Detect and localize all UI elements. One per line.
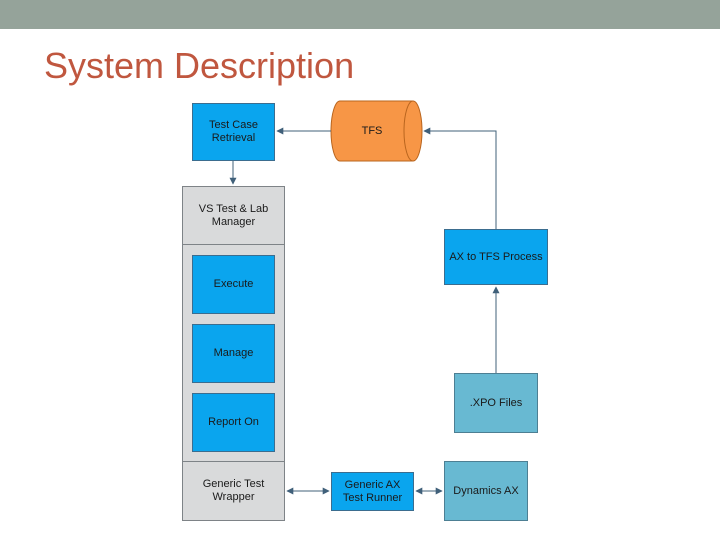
report-on-box: Report On <box>192 393 275 452</box>
execute-box: Execute <box>192 255 275 314</box>
slide-title: System Description <box>44 45 355 86</box>
execute-label: Execute <box>213 278 254 290</box>
ax-to-tfs-process-label: AX to TFS Process <box>449 250 543 263</box>
ax-to-tfs-process-box: AX to TFS Process <box>444 229 548 285</box>
tfs-datastore <box>330 100 423 162</box>
vs-test-lab-manager-header: VS Test & Lab Manager <box>182 186 285 245</box>
dynamics-ax-box: Dynamics AX <box>444 461 528 521</box>
test-case-retrieval-box: Test Case Retrieval <box>192 103 275 161</box>
edge-ax-process-to-tfs <box>423 127 497 229</box>
report-on-label: Report On <box>208 416 259 428</box>
manage-box: Manage <box>192 324 275 383</box>
test-case-retrieval-label: Test Case Retrieval <box>209 119 258 144</box>
vs-test-lab-manager-label: VS Test & Lab Manager <box>198 202 269 228</box>
manage-label: Manage <box>213 347 254 359</box>
generic-ax-test-runner-label: Generic AX Test Runner <box>342 478 403 504</box>
generic-ax-test-runner-box: Generic AX Test Runner <box>331 472 414 511</box>
generic-test-wrapper-box: Generic Test Wrapper <box>182 461 285 521</box>
dynamics-ax-label: Dynamics AX <box>453 484 519 497</box>
xpo-files-box: .XPO Files <box>454 373 538 433</box>
generic-test-wrapper-label: Generic Test Wrapper <box>202 478 265 503</box>
top-banner <box>0 0 720 29</box>
xpo-files-label: .XPO Files <box>469 396 523 409</box>
